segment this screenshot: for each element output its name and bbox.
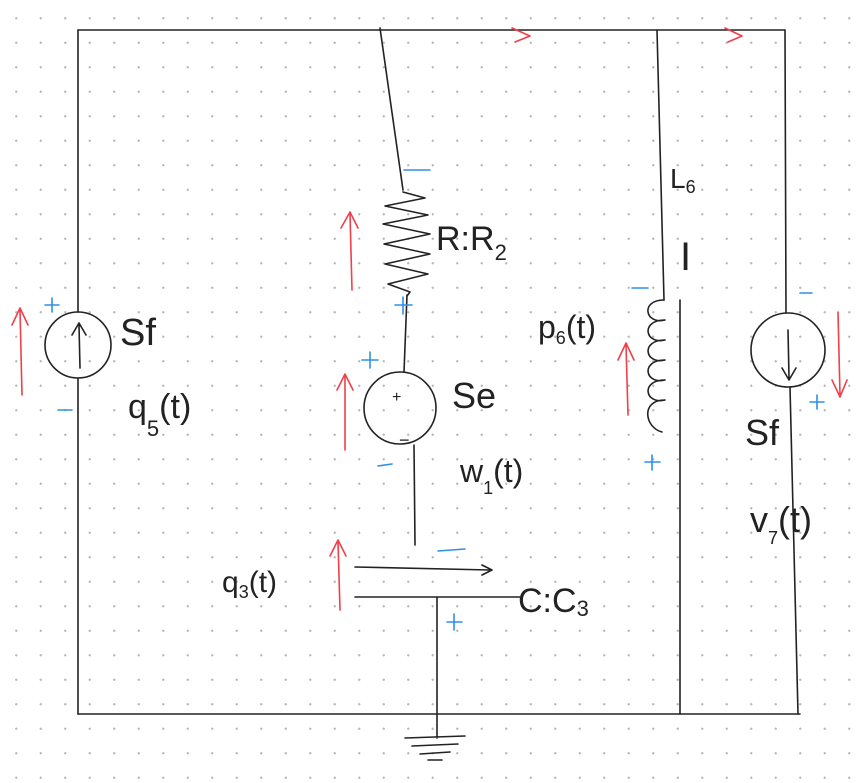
effort-source xyxy=(363,371,437,445)
se-plus: + xyxy=(392,389,401,406)
wires xyxy=(77,27,801,715)
inductor-coil xyxy=(647,299,666,433)
resistor-zigzag xyxy=(382,191,431,297)
label-p6: p6(t) xyxy=(538,309,596,348)
label-sf-right: Sf xyxy=(745,412,780,453)
capacitor xyxy=(354,564,521,598)
label-se: Se xyxy=(452,375,496,416)
label-q5: q5(t) xyxy=(128,388,191,441)
label-q3: q3(t) xyxy=(222,566,277,602)
label-inductor: L6 xyxy=(670,163,696,197)
label-capacitor: C:C3 xyxy=(518,582,589,621)
label-v7: v7(t) xyxy=(750,499,812,548)
label-resistor: R:R2 xyxy=(436,220,507,265)
polarity-signs xyxy=(44,169,825,631)
power-arrows xyxy=(11,27,848,611)
label-inductor-type: I xyxy=(680,235,691,279)
se-minus: − xyxy=(399,430,410,450)
flow-source-left xyxy=(44,311,112,379)
label-w1: w1(t) xyxy=(459,453,523,498)
label-sf-left: Sf xyxy=(120,312,156,354)
flow-source-right xyxy=(750,312,826,388)
ground-icon xyxy=(404,713,466,761)
